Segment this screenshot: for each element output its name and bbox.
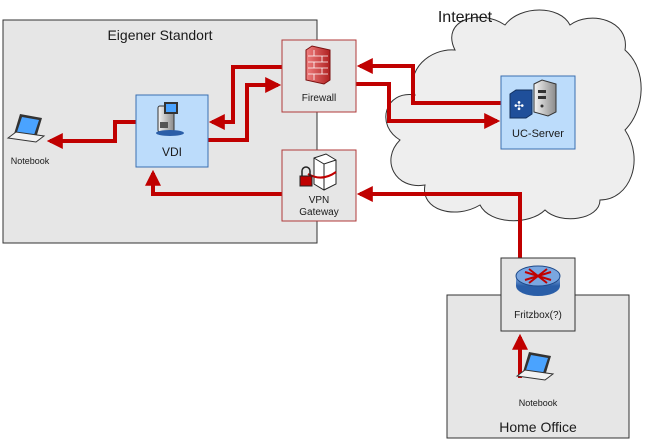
- laptop-icon: [515, 352, 555, 381]
- node-label: Notebook: [519, 398, 558, 408]
- laptop-icon: [6, 114, 46, 143]
- server-icon: ✣: [509, 79, 557, 119]
- node-label: Firewall: [302, 93, 336, 104]
- zone-label-internet: Internet: [438, 9, 493, 26]
- node-fritzbox[interactable]: Fritzbox(?): [500, 257, 576, 332]
- node-label-line1: VPN: [309, 195, 330, 206]
- node-label-line2: Gateway: [299, 207, 338, 218]
- firewall-icon: [305, 45, 331, 85]
- svg-text:✣: ✣: [514, 99, 524, 113]
- node-notebook-home[interactable]: Notebook: [515, 352, 558, 408]
- node-vpn-gateway[interactable]: VPN Gateway: [281, 149, 357, 222]
- connection-vdi-to-firewall: [208, 77, 282, 142]
- connection-vdi-to-notebook: [46, 120, 136, 149]
- node-label: Notebook: [11, 156, 50, 166]
- node-vdi[interactable]: VDI: [135, 94, 209, 168]
- node-label: Fritzbox(?): [514, 310, 562, 321]
- node-label: UC-Server: [512, 128, 564, 140]
- connection-firewall-to-vdi: [208, 65, 282, 130]
- vpn-gateway-icon: [299, 153, 337, 191]
- connection-vpn-to-vdi: [145, 169, 282, 196]
- node-firewall[interactable]: Firewall: [281, 39, 357, 113]
- zone-label-site: Eigener Standort: [107, 27, 212, 43]
- node-notebook-site[interactable]: Notebook: [6, 114, 50, 166]
- connection-firewall-to-ucserver: [356, 82, 501, 129]
- router-icon: [515, 265, 561, 296]
- workstation-icon: [156, 102, 184, 136]
- zone-label-home: Home Office: [499, 419, 577, 435]
- connection-fritzbox-to-vpn: [356, 186, 522, 258]
- connections: [46, 58, 528, 378]
- node-label: VDI: [162, 145, 182, 159]
- connection-ucserver-to-firewall: [356, 58, 503, 105]
- node-uc-server[interactable]: ✣ UC-Server: [500, 75, 576, 150]
